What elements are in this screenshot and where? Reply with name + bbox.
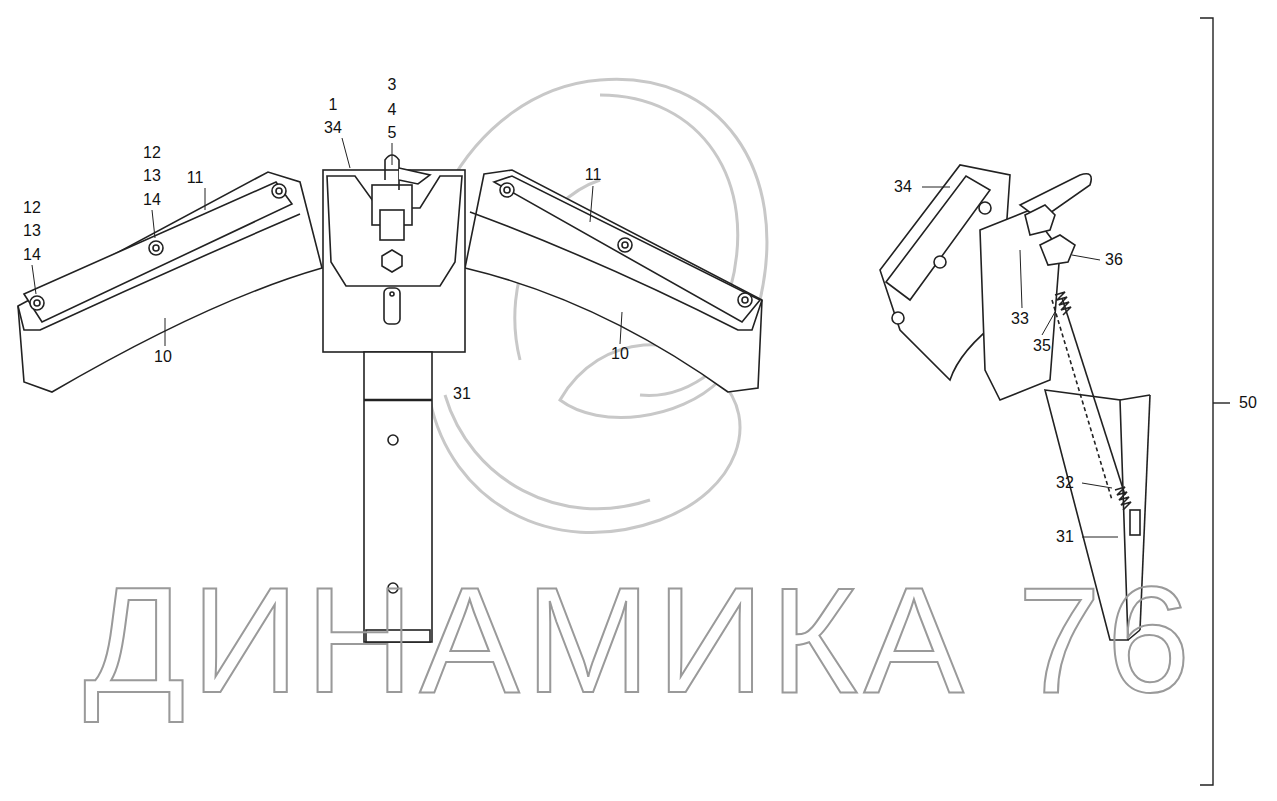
callout-number: 31 bbox=[453, 386, 471, 402]
drawing-stroke bbox=[24, 182, 292, 322]
callout-number: 50 bbox=[1239, 395, 1257, 411]
drawing-stroke bbox=[152, 210, 155, 238]
leader-lines bbox=[32, 138, 1118, 537]
callout-number: 3 bbox=[388, 77, 397, 93]
drawing-stroke bbox=[590, 186, 593, 222]
drawing-stroke bbox=[1055, 292, 1071, 315]
drawing-stroke bbox=[430, 380, 740, 533]
drawing-stroke bbox=[1082, 537, 1118, 538]
drawing-stroke bbox=[738, 293, 752, 307]
drawing-stroke bbox=[165, 318, 166, 346]
callout-number: 14 bbox=[23, 247, 41, 263]
callout-number: 32 bbox=[1056, 475, 1074, 491]
drawing-stroke bbox=[1072, 255, 1100, 260]
drawing-stroke bbox=[342, 138, 350, 168]
drawing-stroke bbox=[34, 300, 40, 306]
drawing-stroke bbox=[272, 184, 286, 198]
right-arm bbox=[465, 170, 762, 392]
drawing-stroke bbox=[934, 256, 946, 268]
callout-number: 34 bbox=[324, 120, 342, 136]
center-block bbox=[323, 155, 465, 352]
drawing-stroke bbox=[416, 79, 767, 400]
drawing-stroke bbox=[399, 168, 430, 184]
drawing-stroke bbox=[364, 399, 432, 402]
drawing-stroke bbox=[622, 242, 628, 248]
callout-number: 13 bbox=[23, 223, 41, 239]
drawing-stroke bbox=[922, 187, 950, 188]
drawing-stroke bbox=[445, 395, 650, 509]
drawing-stroke bbox=[892, 312, 904, 324]
callout-number: 10 bbox=[611, 346, 629, 362]
drawing-stroke bbox=[1040, 235, 1075, 265]
drawing-stroke bbox=[382, 250, 402, 272]
drawing-stroke bbox=[384, 288, 400, 324]
drawing-stroke bbox=[1115, 487, 1131, 510]
drawing-stroke bbox=[18, 172, 322, 392]
callout-number: 1 bbox=[329, 97, 338, 113]
drawing-stroke bbox=[500, 183, 514, 197]
callout-number: 36 bbox=[1105, 252, 1123, 268]
drawing-stroke bbox=[1082, 483, 1112, 488]
drawing-stroke bbox=[886, 176, 990, 300]
callout-number: 33 bbox=[1011, 311, 1029, 327]
drawing-stroke bbox=[1025, 205, 1055, 235]
drawing-stroke bbox=[327, 176, 462, 286]
callout-number: 35 bbox=[1033, 338, 1051, 354]
drawing-stroke bbox=[1200, 18, 1213, 785]
drawing-stroke bbox=[1213, 402, 1230, 403]
drawing-stroke bbox=[276, 188, 282, 194]
callout-number: 31 bbox=[1056, 529, 1074, 545]
drawing-stroke bbox=[979, 202, 991, 214]
logo-watermark bbox=[416, 79, 767, 532]
drawing-stroke bbox=[1130, 510, 1140, 535]
callout-number: 12 bbox=[143, 145, 161, 161]
drawing-stroke bbox=[620, 312, 622, 344]
assembly-bracket bbox=[1200, 18, 1230, 785]
drawing-stroke bbox=[1020, 250, 1022, 308]
callout-number: 12 bbox=[23, 200, 41, 216]
callout-number: 11 bbox=[585, 167, 602, 183]
callout-number: 5 bbox=[388, 125, 397, 141]
drawing-stroke bbox=[1120, 395, 1150, 400]
callout-number: 13 bbox=[143, 168, 161, 184]
drawing-stroke bbox=[149, 241, 163, 255]
drawing-stroke bbox=[30, 296, 44, 310]
callout-number: 10 bbox=[154, 349, 172, 365]
drawing-stroke bbox=[205, 188, 206, 210]
callout-number: 11 bbox=[187, 170, 204, 186]
drawing-stroke bbox=[504, 187, 510, 193]
callout-number: 4 bbox=[388, 102, 397, 118]
drawing-stroke bbox=[390, 292, 394, 296]
drawing-stroke bbox=[153, 245, 159, 251]
callout-number: 34 bbox=[894, 179, 912, 195]
left-arm bbox=[18, 172, 322, 392]
callout-number: 14 bbox=[143, 192, 161, 208]
drawing-stroke bbox=[494, 176, 760, 322]
drawing-stroke bbox=[388, 435, 398, 445]
watermark-text: ДИНАМИКА 76 bbox=[84, 565, 1196, 715]
drawing-stroke bbox=[32, 265, 36, 294]
drawing-stroke bbox=[1062, 298, 1125, 495]
drawing-stroke bbox=[742, 297, 748, 303]
drawing-stroke bbox=[380, 210, 404, 240]
drawing-stroke bbox=[980, 210, 1060, 400]
drawing-stroke bbox=[465, 170, 762, 392]
drawing-stroke bbox=[618, 238, 632, 252]
drawing-stroke bbox=[323, 170, 465, 352]
drawing-stroke bbox=[1052, 300, 1112, 500]
drawing-stroke bbox=[392, 143, 393, 165]
drawing-stroke bbox=[1042, 312, 1055, 335]
